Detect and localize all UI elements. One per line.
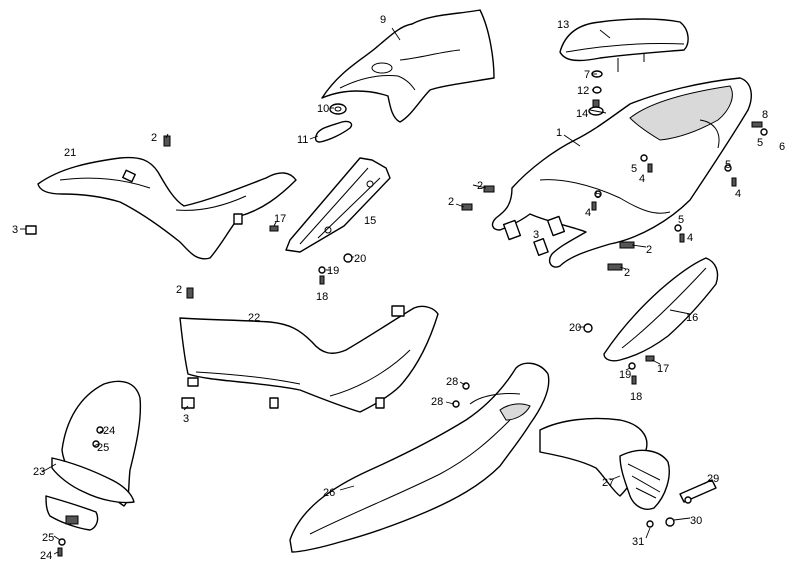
part-26-undertray bbox=[289, 362, 550, 553]
callout-28: 28 bbox=[431, 396, 443, 408]
part-15-bracket bbox=[285, 157, 391, 253]
callout-4: 4 bbox=[639, 173, 645, 185]
callout-10: 10 bbox=[317, 103, 329, 115]
callout-7: 7 bbox=[584, 69, 590, 81]
callout-5: 5 bbox=[631, 163, 637, 175]
part-22-lower-panel bbox=[179, 305, 439, 413]
callout-20: 20 bbox=[354, 253, 366, 265]
callout-17: 17 bbox=[657, 363, 669, 375]
callout-15: 15 bbox=[364, 215, 376, 227]
part-13-pillion-seat bbox=[559, 18, 689, 72]
callout-25: 25 bbox=[97, 442, 109, 454]
callout-23: 23 bbox=[33, 466, 45, 478]
callout-5: 5 bbox=[678, 214, 684, 226]
callout-12: 12 bbox=[577, 85, 589, 97]
callout-30: 30 bbox=[690, 515, 702, 527]
callout-25: 25 bbox=[42, 532, 54, 544]
callout-29: 29 bbox=[707, 473, 719, 485]
callout-labels: 9 13 7 12 14 10 11 1 8 5 6 5 4 5 4 2 21 … bbox=[12, 14, 785, 562]
callout-18: 18 bbox=[316, 291, 328, 303]
part-23-front-mudguard bbox=[45, 380, 142, 531]
callout-2: 2 bbox=[448, 196, 454, 208]
callout-17: 17 bbox=[274, 213, 286, 225]
callout-18: 18 bbox=[630, 391, 642, 403]
callout-24: 24 bbox=[40, 550, 52, 562]
callout-6: 6 bbox=[779, 141, 785, 153]
callout-22: 22 bbox=[248, 312, 260, 324]
screws-and-clips bbox=[25, 121, 768, 557]
callout-3: 3 bbox=[533, 229, 539, 241]
callout-31: 31 bbox=[632, 536, 644, 548]
callout-27: 27 bbox=[602, 477, 614, 489]
callout-8: 8 bbox=[762, 109, 768, 121]
callout-9: 9 bbox=[380, 14, 386, 26]
callout-4: 4 bbox=[735, 188, 741, 200]
callout-3: 3 bbox=[183, 413, 189, 425]
callout-1: 1 bbox=[556, 127, 562, 139]
callout-26: 26 bbox=[323, 487, 335, 499]
callout-2: 2 bbox=[646, 244, 652, 256]
callout-19: 19 bbox=[619, 369, 631, 381]
callout-24: 24 bbox=[103, 425, 115, 437]
part-27-rear-hugger bbox=[539, 417, 670, 510]
callout-16: 16 bbox=[686, 312, 698, 324]
part-9-seat-cover bbox=[321, 9, 495, 123]
callout-5: 5 bbox=[757, 137, 763, 149]
callout-3: 3 bbox=[12, 224, 18, 236]
callout-20: 20 bbox=[569, 322, 581, 334]
callout-14: 14 bbox=[576, 108, 588, 120]
leader-lines bbox=[20, 27, 711, 555]
callout-11: 11 bbox=[297, 134, 308, 146]
callout-13: 13 bbox=[557, 19, 569, 31]
callout-2: 2 bbox=[624, 267, 630, 279]
callout-19: 19 bbox=[327, 265, 339, 277]
callout-28: 28 bbox=[446, 376, 458, 388]
callout-5: 5 bbox=[725, 159, 731, 171]
callout-4: 4 bbox=[585, 207, 591, 219]
part-16-rear-panel bbox=[603, 257, 719, 362]
part-1-tail-unit bbox=[491, 77, 752, 268]
hardware-29-30-31 bbox=[646, 479, 717, 528]
callout-2: 2 bbox=[477, 180, 483, 192]
part-21-side-fairing bbox=[37, 156, 297, 260]
part-10-11-bracket bbox=[314, 103, 353, 143]
callout-4: 4 bbox=[687, 232, 693, 244]
callout-5: 5 bbox=[595, 189, 601, 201]
callout-2: 2 bbox=[151, 132, 157, 144]
callout-2: 2 bbox=[176, 284, 182, 296]
callout-21: 21 bbox=[64, 147, 76, 159]
hardware-7-12-14 bbox=[588, 70, 604, 116]
